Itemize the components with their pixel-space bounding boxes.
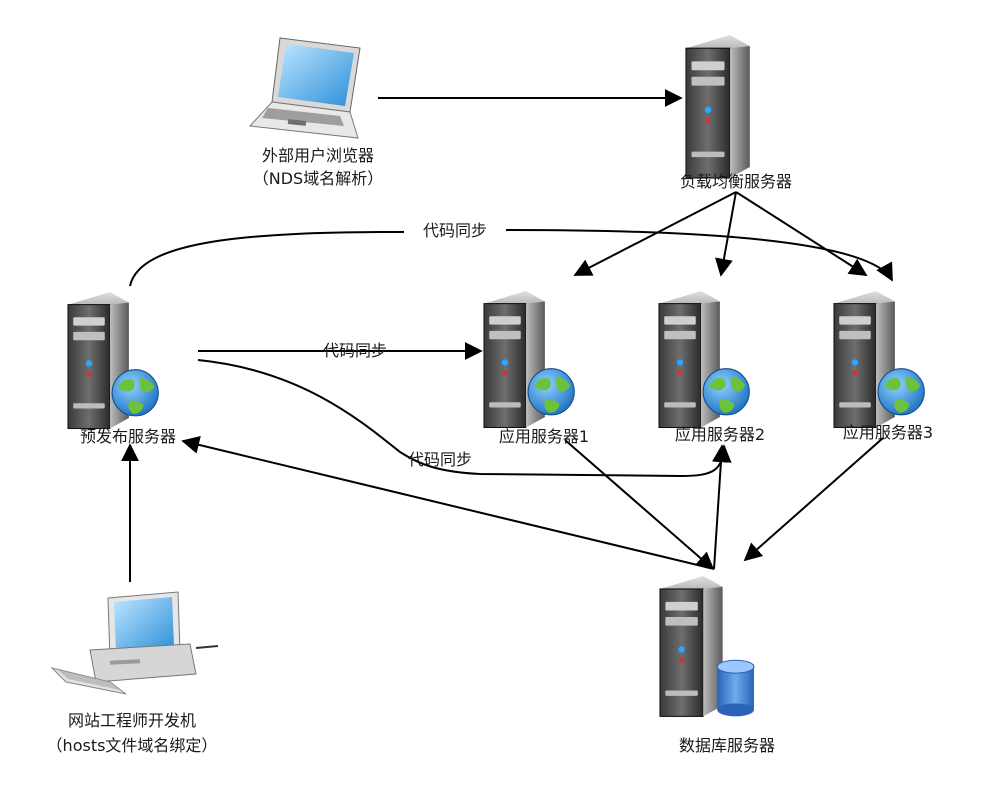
node-db: 数据库服务器 xyxy=(659,575,775,755)
edge-sync-to-app3 xyxy=(129,228,893,287)
node-browser-label: 外部用户浏览器 xyxy=(262,146,374,165)
node-dev-label: 网站工程师开发机 xyxy=(68,711,196,730)
node-db-label: 数据库服务器 xyxy=(679,736,775,755)
node-app1: 应用服务器1 xyxy=(483,290,589,446)
web-server-icon xyxy=(483,290,575,429)
edge-app3-to-db xyxy=(743,437,884,562)
web-server-icon xyxy=(658,290,750,429)
edge-lb-to-app3 xyxy=(735,191,868,276)
edge-db-to-app2 xyxy=(711,444,730,570)
node-app1-label: 应用服务器1 xyxy=(499,427,589,446)
edge-db-to-prerelease xyxy=(181,436,711,569)
node-prerelease: 预发布服务器 xyxy=(67,291,176,446)
edge-label-sync-mid: 代码同步 xyxy=(323,341,387,360)
node-browser: 外部用户浏览器 （NDS域名解析） xyxy=(248,37,383,188)
edge-sync-to-app2 xyxy=(197,359,732,478)
node-app2: 应用服务器2 xyxy=(658,290,765,444)
node-app3: 应用服务器3 xyxy=(833,290,933,442)
node-browser-sublabel: （NDS域名解析） xyxy=(253,169,383,188)
server-icon xyxy=(685,34,751,179)
node-prerelease-label: 预发布服务器 xyxy=(80,427,176,446)
node-app2-label: 应用服务器2 xyxy=(675,425,765,444)
laptop-icon xyxy=(248,37,361,139)
edge-lb-to-app2 xyxy=(715,191,737,277)
database-cylinder-icon xyxy=(716,659,755,717)
web-server-icon xyxy=(833,290,925,429)
node-lb-label: 负载均衡服务器 xyxy=(680,172,792,191)
database-server-icon xyxy=(659,575,755,717)
edge-label-sync-low: 代码同步 xyxy=(408,450,472,469)
node-lb: 负载均衡服务器 xyxy=(680,34,792,191)
edge-label-sync-top: 代码同步 xyxy=(423,221,487,240)
web-server-icon xyxy=(67,291,159,430)
node-dev-sublabel: （hosts文件域名绑定） xyxy=(47,736,218,755)
node-dev: 网站工程师开发机 （hosts文件域名绑定） xyxy=(47,591,219,755)
edge-app1-to-db xyxy=(564,439,715,571)
node-app3-label: 应用服务器3 xyxy=(843,423,933,442)
desktop-computer-icon xyxy=(50,591,219,695)
